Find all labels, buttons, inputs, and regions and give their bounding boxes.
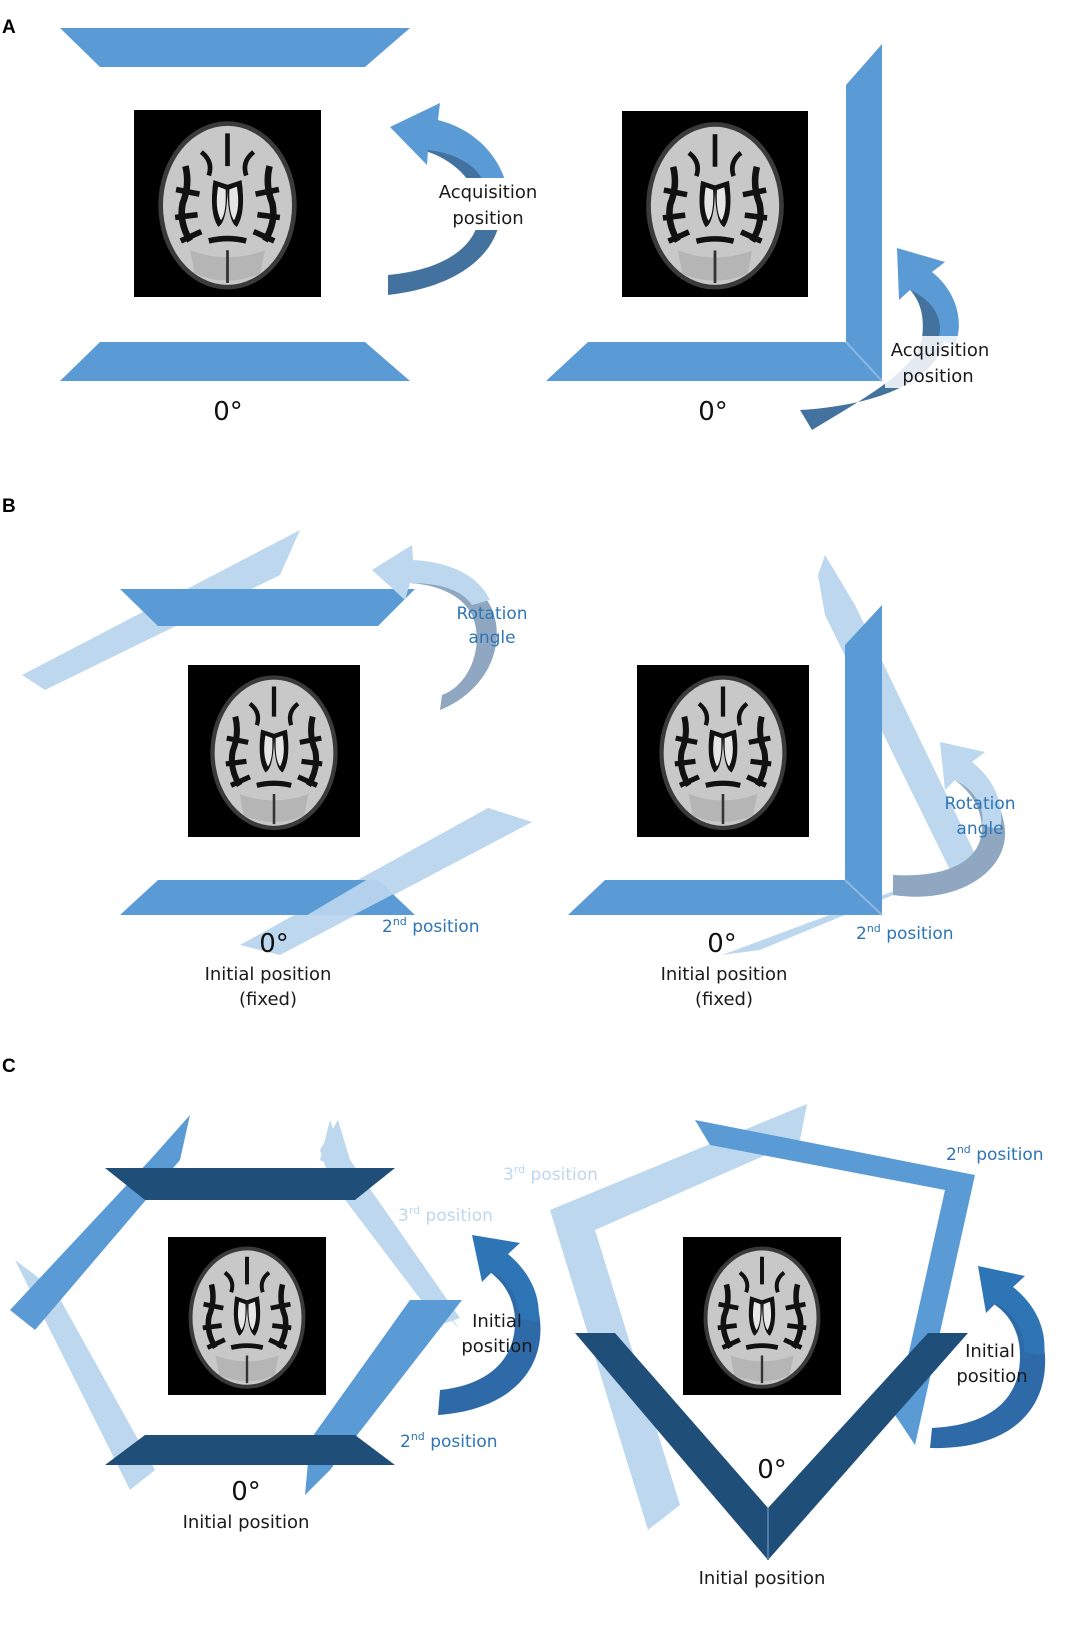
panel-letter-a: A	[2, 17, 16, 38]
rotation-angle-label-line1: Rotation	[456, 604, 527, 624]
zero-degree-label: 0°	[707, 929, 737, 959]
acquisition-label-line2: position	[902, 366, 973, 387]
panel-a-left: Acquisition position 0°	[60, 28, 548, 427]
detector-3rd	[550, 1104, 807, 1530]
panel-c-right: 3rd position 2nd position Initial positi…	[503, 1104, 1046, 1589]
third-position-label: 3rd position	[398, 1204, 493, 1226]
initial-position-label-line2: (fixed)	[239, 989, 297, 1010]
third-position-label: 3rd position	[503, 1163, 598, 1185]
rotation-arrow-head	[940, 742, 1002, 830]
rotation-arrow-head	[372, 545, 490, 605]
zero-degree-label: 0°	[757, 1455, 787, 1485]
second-position-label: 2nd position	[382, 915, 480, 937]
initial-position-arrow	[930, 1290, 1046, 1449]
brain-image	[683, 1237, 841, 1395]
detector-2nd-upper-left	[10, 1115, 190, 1330]
zero-degree-label: 0°	[213, 397, 243, 427]
acquisition-label-line1: Acquisition	[439, 182, 538, 203]
acquisition-arrow-head	[390, 103, 505, 183]
rotation-angle-label-line1: Rotation	[944, 794, 1015, 814]
initial-position-arrow-head	[472, 1235, 539, 1322]
detector-bottom	[546, 342, 882, 381]
detector-right	[846, 44, 882, 381]
initial-position-arrow-head	[978, 1266, 1045, 1355]
panel-b-right: Rotation angle 2nd position 0° Initial p…	[568, 555, 1016, 1010]
detector-top	[120, 589, 415, 626]
panel-a-right: Acquisition position 0°	[546, 44, 1003, 430]
detector-top	[60, 28, 410, 67]
detector-2nd-lower-right	[305, 1300, 462, 1495]
initial-position-label-line2: position	[461, 1336, 532, 1357]
initial-position-label-line1: Initial	[965, 1341, 1015, 1362]
second-position-label: 2nd position	[400, 1430, 498, 1452]
brain-image	[622, 111, 808, 297]
panel-b-left: Rotation angle 2nd position 0° Initial p…	[22, 530, 532, 1010]
second-position-label: 2nd position	[856, 922, 954, 944]
rotation-angle-label-line2: angle	[956, 819, 1003, 839]
initial-position-arrow	[438, 1258, 541, 1415]
zero-degree-label: 0°	[698, 397, 728, 427]
brain-image	[188, 665, 360, 837]
acquisition-label-line1: Acquisition	[891, 340, 990, 361]
rotation-arrow	[410, 570, 497, 710]
brain-image	[134, 110, 321, 297]
detector-bottom	[60, 342, 410, 381]
panel-letter-c: C	[2, 1056, 16, 1077]
acquisition-label-line2: position	[452, 208, 523, 229]
initial-position-label-line1: Initial	[472, 1311, 522, 1332]
zero-degree-label: 0°	[231, 1477, 261, 1507]
acquisition-arrow-head	[897, 248, 959, 345]
detector-right	[845, 605, 882, 915]
rotation-angle-label-line2: angle	[468, 628, 515, 648]
acquisition-arrow	[388, 134, 501, 295]
brain-image	[168, 1237, 326, 1395]
detector-initial-right	[768, 1333, 968, 1560]
zero-degree-label: 0°	[259, 929, 289, 959]
detector-3rd-lower-left	[15, 1260, 155, 1490]
panel-letter-b: B	[2, 496, 16, 517]
initial-position-bottom-label: Initial position	[699, 1568, 826, 1589]
detector-rotated-right	[818, 555, 978, 870]
initial-position-bottom-label: Initial position	[183, 1512, 310, 1533]
detector-initial-top	[105, 1168, 395, 1200]
brain-image	[637, 665, 809, 837]
initial-position-label-line1: Initial position	[205, 964, 332, 985]
initial-position-label-line1: Initial position	[661, 964, 788, 985]
panel-c-left: 3rd position Initial position 2nd positi…	[10, 1115, 541, 1533]
detector-initial-bottom	[105, 1435, 395, 1465]
detector-initial-left	[575, 1333, 768, 1560]
initial-position-label-line2: position	[956, 1366, 1027, 1387]
second-position-label: 2nd position	[946, 1143, 1044, 1165]
initial-position-label-line2: (fixed)	[695, 989, 753, 1010]
detector-bottom	[568, 880, 882, 915]
